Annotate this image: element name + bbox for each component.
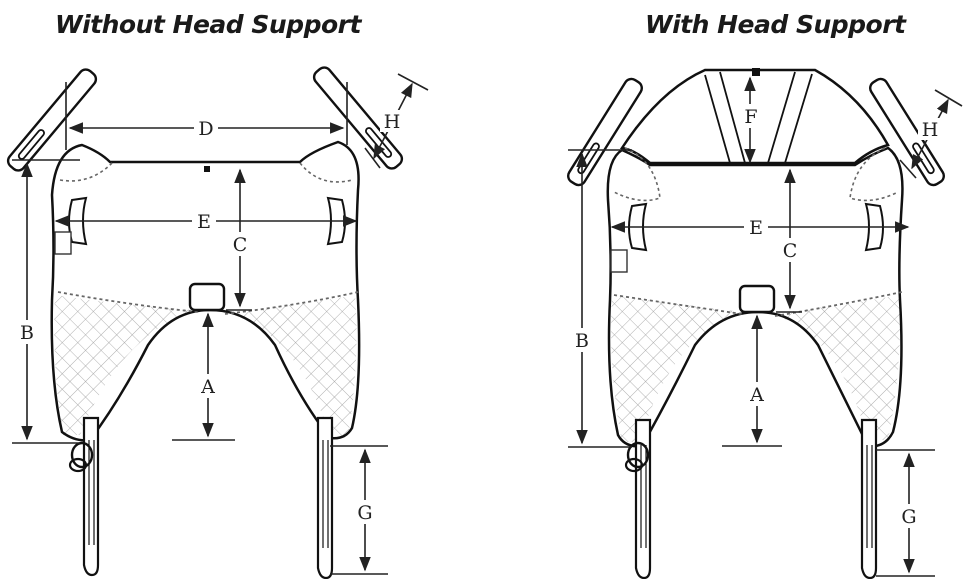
- label-tag: [610, 249, 628, 273]
- dotted-shoulder-right: [299, 162, 353, 183]
- title-without-head-support: Without Head Support: [55, 10, 361, 39]
- label-C: C: [783, 240, 798, 262]
- dimension-lines-left: [12, 73, 429, 575]
- label-F: F: [744, 106, 757, 128]
- dotted-shoulder-right: [849, 147, 899, 202]
- crotch-tab: [738, 284, 776, 314]
- crotch-tab: [188, 282, 226, 312]
- leg-strap-right: [316, 416, 334, 579]
- label-E: E: [749, 217, 763, 239]
- sling-without-head-support: D H B C E A G: [6, 66, 429, 579]
- mesh-left-leg-area: [54, 295, 195, 435]
- label-G: G: [901, 506, 916, 528]
- mesh-right-leg-area: [228, 295, 357, 438]
- center-mark: [204, 166, 210, 172]
- head-center-mark: [752, 68, 760, 76]
- dotted-seam-right: [774, 291, 903, 317]
- label-D: D: [198, 118, 213, 140]
- label-A: A: [200, 376, 215, 398]
- sling-body-outline: [606, 146, 904, 448]
- label-A: A: [749, 384, 764, 406]
- dotted-seam-right: [224, 291, 359, 315]
- dotted-shoulder-left: [59, 162, 113, 182]
- leg-strap-right: [860, 418, 878, 579]
- label-B: B: [575, 330, 589, 352]
- label-E: E: [197, 211, 211, 233]
- label-C: C: [233, 234, 248, 256]
- sling-body-outline: [50, 140, 361, 442]
- mesh-right-leg-area: [772, 295, 901, 440]
- mesh-left-leg-area: [611, 295, 745, 442]
- label-H: H: [384, 111, 401, 133]
- shoulder-strap-left: [6, 68, 98, 172]
- dotted-seam-left: [613, 294, 743, 315]
- label-G: G: [357, 502, 372, 524]
- leg-strap-left: [68, 416, 100, 577]
- label-tag: [54, 231, 72, 255]
- leg-strap-left: [624, 418, 652, 579]
- sling-with-head-support: F H B C E A G: [567, 68, 963, 579]
- head-support-stays: [704, 71, 813, 164]
- label-B: B: [20, 322, 34, 344]
- title-with-head-support: With Head Support: [645, 10, 906, 39]
- label-H: H: [922, 119, 939, 141]
